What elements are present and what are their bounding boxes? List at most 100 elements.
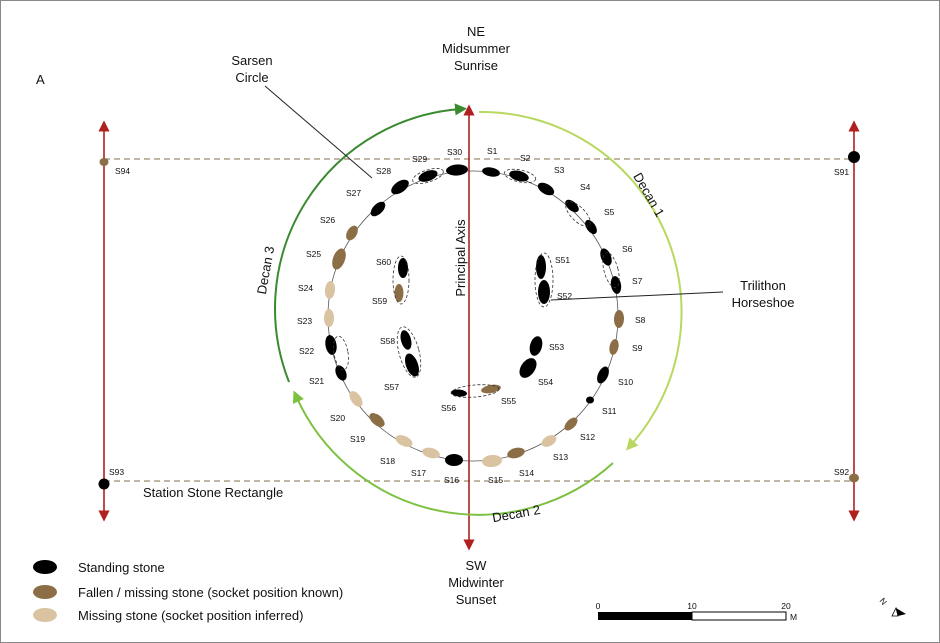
stone-s13 bbox=[541, 435, 557, 447]
stone-s26 bbox=[346, 225, 358, 241]
stone-s3 bbox=[537, 182, 555, 196]
stone-s91 bbox=[848, 151, 860, 163]
station-rectangle-label: Station Stone Rectangle bbox=[143, 485, 283, 500]
label-s25: S25 bbox=[306, 249, 321, 259]
label-s5: S5 bbox=[604, 207, 615, 217]
legend-missing-swatch bbox=[33, 608, 57, 622]
stone-s23 bbox=[324, 309, 334, 327]
stone-s1 bbox=[482, 167, 500, 177]
label-s57: S57 bbox=[384, 382, 399, 392]
sarsen-label-line2: Circle bbox=[235, 70, 268, 85]
stone-s93 bbox=[98, 478, 110, 490]
label-s3: S3 bbox=[554, 165, 565, 175]
label-s19: S19 bbox=[350, 434, 365, 444]
stone-s21 bbox=[335, 365, 347, 381]
stone-s8 bbox=[613, 310, 625, 328]
north-arrow-icon: N bbox=[878, 596, 906, 617]
stone-s2 bbox=[509, 170, 529, 182]
stone-s29 bbox=[418, 170, 438, 182]
label-s11: S11 bbox=[602, 406, 617, 416]
stone-s55 bbox=[481, 384, 501, 394]
stone-s10 bbox=[597, 366, 609, 384]
panel-label: A bbox=[36, 72, 45, 87]
label-s30: S30 bbox=[447, 147, 462, 157]
sarsen-label-line1: Sarsen bbox=[231, 53, 272, 68]
label-s7: S7 bbox=[632, 276, 643, 286]
sw-label-line3: Sunset bbox=[456, 592, 497, 607]
label-s16: S16 bbox=[444, 475, 459, 485]
stone-labels: S1 S2 S3 S4 S5 S6 S7 S8 S9 S10 S11 S12 S… bbox=[109, 146, 849, 485]
label-s28: S28 bbox=[376, 166, 391, 176]
stone-s4 bbox=[565, 199, 579, 213]
label-s92: S92 bbox=[834, 467, 849, 477]
label-s54: S54 bbox=[538, 377, 553, 387]
station-stone-rectangle bbox=[104, 158, 854, 482]
legend-fallen-label: Fallen / missing stone (socket position … bbox=[78, 585, 343, 600]
stone-s92 bbox=[849, 473, 859, 483]
decan-3-label: Decan 3 bbox=[254, 245, 277, 295]
label-s21: S21 bbox=[309, 376, 324, 386]
label-s26: S26 bbox=[320, 215, 335, 225]
label-s93: S93 bbox=[109, 467, 124, 477]
stone-s57 bbox=[405, 353, 419, 377]
stone-s56 bbox=[451, 389, 467, 397]
legend-standing-label: Standing stone bbox=[78, 560, 165, 575]
label-s94: S94 bbox=[115, 166, 130, 176]
label-s9: S9 bbox=[632, 343, 643, 353]
label-s23: S23 bbox=[297, 316, 312, 326]
label-s10: S10 bbox=[618, 377, 633, 387]
label-s55: S55 bbox=[501, 396, 516, 406]
socket-outlines bbox=[333, 168, 620, 398]
legend-standing-swatch bbox=[33, 560, 57, 574]
label-s8: S8 bbox=[635, 315, 646, 325]
stone-s16 bbox=[445, 454, 463, 466]
label-s60: S60 bbox=[376, 257, 391, 267]
label-s58: S58 bbox=[380, 336, 395, 346]
stone-s11 bbox=[586, 396, 594, 404]
stone-s54 bbox=[519, 358, 537, 378]
stone-s20 bbox=[349, 391, 363, 407]
stone-s24 bbox=[324, 281, 336, 299]
stone-s51 bbox=[536, 255, 546, 279]
label-s15: S15 bbox=[488, 475, 503, 485]
ne-label-line2: Midsummer bbox=[442, 41, 511, 56]
sw-label-line1: SW bbox=[466, 558, 488, 573]
label-s17: S17 bbox=[411, 468, 426, 478]
ne-label-line1: NE bbox=[467, 24, 485, 39]
label-s59: S59 bbox=[372, 296, 387, 306]
label-s24: S24 bbox=[298, 283, 313, 293]
stone-s30 bbox=[446, 164, 468, 176]
legend: Standing stone Fallen / missing stone (s… bbox=[33, 560, 343, 623]
label-s6: S6 bbox=[622, 244, 633, 254]
stone-s53 bbox=[529, 336, 543, 356]
stone-s9 bbox=[609, 339, 619, 355]
label-s56: S56 bbox=[441, 403, 456, 413]
label-s18: S18 bbox=[380, 456, 395, 466]
sarsen-leader-line bbox=[264, 85, 373, 179]
label-s14: S14 bbox=[519, 468, 534, 478]
scale-tick-0: 0 bbox=[596, 601, 601, 611]
label-s20: S20 bbox=[330, 413, 345, 423]
ne-label-line3: Sunrise bbox=[454, 58, 498, 73]
label-s1: S1 bbox=[487, 146, 498, 156]
label-s29: S29 bbox=[412, 154, 427, 164]
legend-fallen-swatch bbox=[33, 585, 57, 599]
stone-s18 bbox=[395, 435, 413, 447]
sarsen-stones bbox=[324, 164, 625, 468]
decan-2-arc bbox=[292, 390, 614, 516]
stone-s59 bbox=[394, 284, 404, 302]
stone-s28 bbox=[391, 179, 409, 195]
decan-1-label: Decan 1 bbox=[630, 170, 667, 219]
stone-s15 bbox=[482, 454, 502, 468]
stone-s58 bbox=[400, 330, 412, 350]
stone-s25 bbox=[332, 248, 346, 270]
stone-s12 bbox=[564, 417, 578, 431]
decan-1-arc bbox=[478, 110, 683, 451]
stone-s22 bbox=[325, 335, 337, 355]
label-s2: S2 bbox=[520, 153, 531, 163]
label-s52: S52 bbox=[557, 291, 572, 301]
label-s27: S27 bbox=[346, 188, 361, 198]
decan-3-arc bbox=[274, 103, 467, 383]
